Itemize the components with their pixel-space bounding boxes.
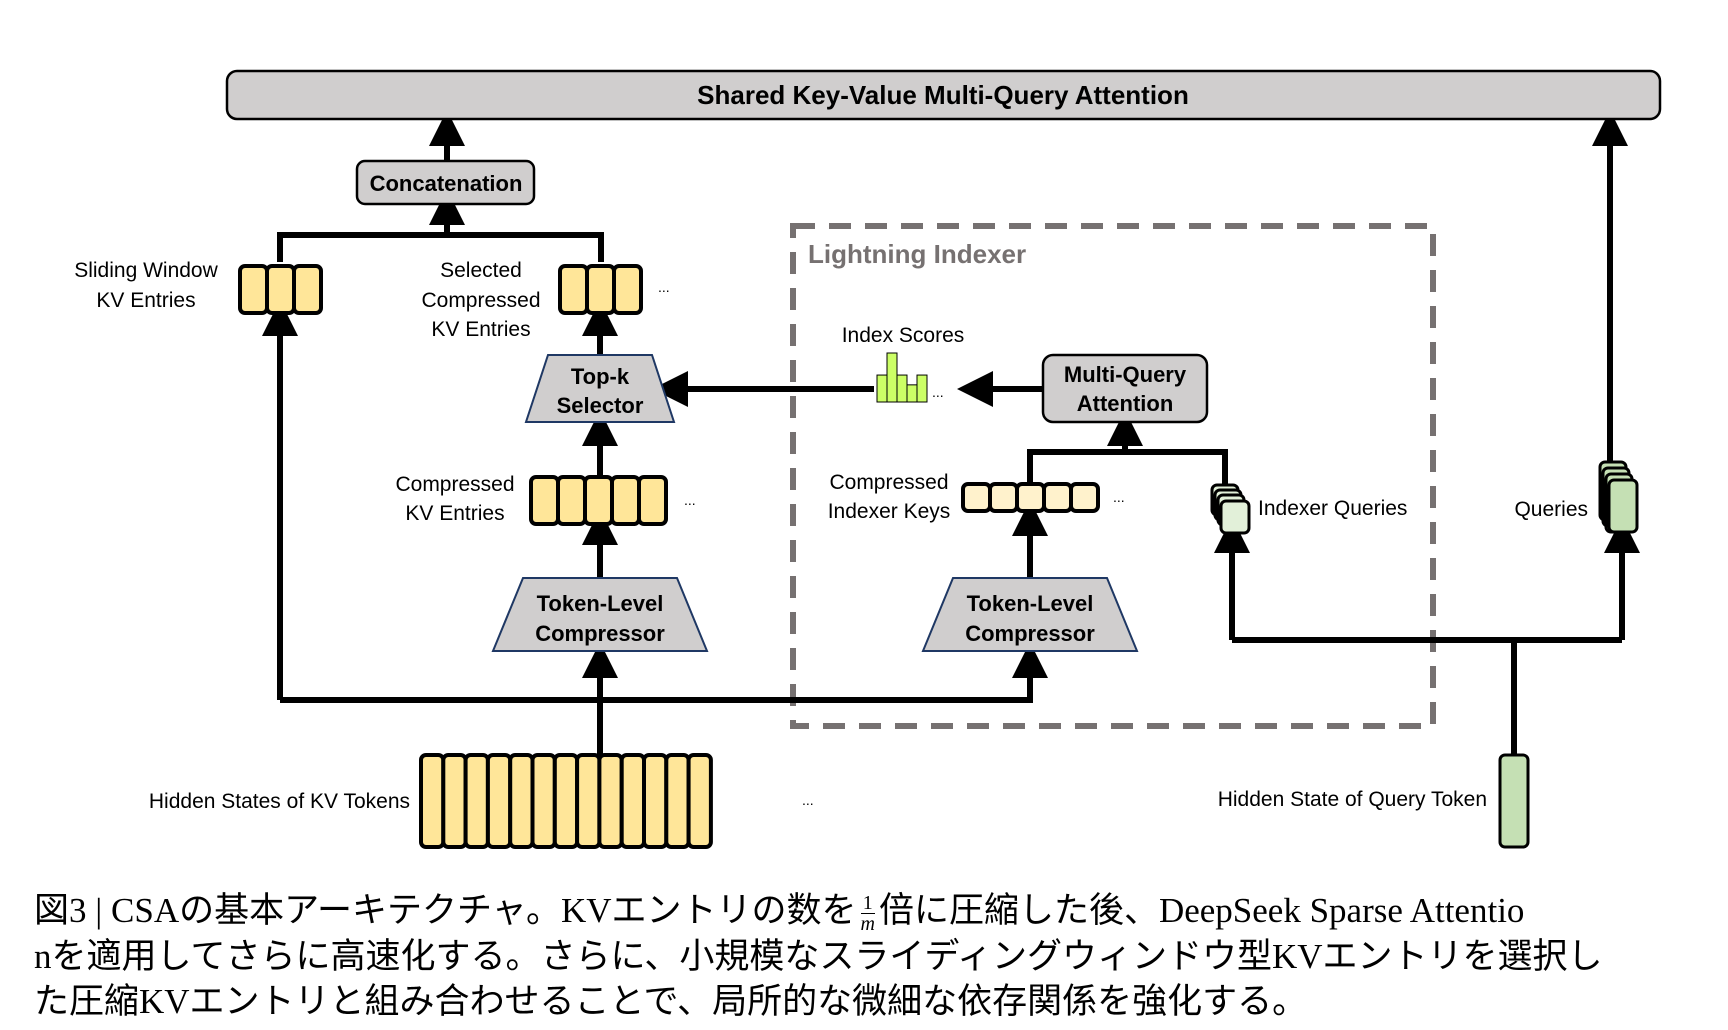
mqa-label-line2: Attention xyxy=(1077,391,1174,416)
hidden-state-query-token xyxy=(1498,753,1530,849)
caption-line2: nを適用してさらに高速化する。さらに、小規模なスライディングウィンドウ型KVエン… xyxy=(34,937,1603,977)
fraction-numerator: 1 xyxy=(860,893,875,915)
indexer-keys-label-line2: Indexer Keys xyxy=(828,500,951,523)
compressor-right-line2: Compressor xyxy=(965,621,1095,646)
hidden-kv-token xyxy=(463,753,490,849)
concatenation-block xyxy=(355,159,536,206)
hidden-kv-token xyxy=(552,753,580,849)
sliding-window-label-line1: Sliding Window xyxy=(74,259,218,282)
compressor-left-line1: Token-Level xyxy=(537,591,664,616)
mqa-label-line1: Multi-Query xyxy=(1064,362,1187,387)
indexer-keys-ellipsis: ... xyxy=(1113,489,1125,505)
hidden-kv-token xyxy=(664,753,691,849)
selected-entry xyxy=(558,264,589,315)
compressed-kv-label-line2: KV Entries xyxy=(405,502,504,525)
indexer-queries-stack xyxy=(1210,483,1251,535)
caption-line1-b: 倍に圧縮した後、DeepSeek Sparse Attentio xyxy=(878,891,1525,930)
hidden-kv-token xyxy=(575,753,602,849)
compressor-right-line1: Token-Level xyxy=(967,591,1094,616)
index-score-bar xyxy=(886,352,898,403)
hidden-kv-ellipsis: ... xyxy=(802,792,814,808)
queries-stack xyxy=(1598,460,1639,534)
index-score-bar xyxy=(876,374,888,403)
selected-entry xyxy=(585,264,616,315)
selected-ellipsis: ... xyxy=(658,279,670,295)
compressed-indexer-key xyxy=(961,482,992,513)
compressor-left-line2: Compressor xyxy=(535,621,665,646)
hidden-kv-token xyxy=(530,753,557,849)
topk-selector-block xyxy=(524,354,676,423)
hidden-kv-token xyxy=(686,753,713,849)
index-score-bar xyxy=(916,374,928,403)
compressed-indexer-keys xyxy=(961,482,1100,513)
multi-query-attention-block xyxy=(1041,353,1209,424)
hidden-kv-token xyxy=(441,753,468,849)
selected-entry xyxy=(612,264,643,315)
hidden-kv-token xyxy=(419,753,446,849)
index-scores-label: Index Scores xyxy=(842,324,965,347)
hidden-kv-token xyxy=(619,753,647,849)
caption-line3: た圧縮KVエントリと組み合わせることで、局所的な微細な依存関係を強化する。 xyxy=(34,982,1308,1022)
compressed-kv-entry xyxy=(556,475,587,526)
topk-label-line2: Selector xyxy=(557,393,644,418)
shared-kv-mqa-label: Shared Key-Value Multi-Query Attention xyxy=(697,80,1189,110)
index-scores-chart xyxy=(876,352,928,403)
hidden-kv-token xyxy=(485,753,513,849)
sliding-window-entry xyxy=(238,264,269,315)
connectors xyxy=(262,110,1640,755)
hidden-states-kv-tokens xyxy=(419,753,713,849)
compressed-kv-label-line1: Compressed xyxy=(395,473,514,496)
selected-label-line3: KV Entries xyxy=(431,318,530,341)
hidden-kv-token xyxy=(597,753,624,849)
indexer-queries-label: Indexer Queries xyxy=(1258,497,1407,520)
topk-label-line1: Top-k xyxy=(571,364,630,389)
compressed-indexer-key xyxy=(1069,482,1100,513)
compressed-kv-entry xyxy=(637,475,668,526)
compressed-indexer-key xyxy=(1042,482,1073,513)
lightning-indexer-label: Lightning Indexer xyxy=(808,239,1026,269)
fraction-denominator: m xyxy=(860,913,875,936)
hidden-kv-token xyxy=(642,753,669,849)
selected-compressed-kv-entries xyxy=(558,264,643,315)
index-scores-ellipsis: ... xyxy=(932,384,944,400)
index-score-bar xyxy=(906,384,918,403)
compressed-kv-entry xyxy=(583,475,614,526)
token-level-compressor-left xyxy=(491,577,709,652)
caption-line1-a: 図3 | CSAの基本アーキテクチャ。KVエントリの数を xyxy=(34,891,857,930)
compressed-kv-entries xyxy=(529,475,668,526)
queries-label: Queries xyxy=(1514,498,1588,521)
compressed-indexer-key xyxy=(1015,482,1046,513)
selected-label-line1: Selected xyxy=(440,259,522,282)
compressed-kv-entry xyxy=(529,475,560,526)
sliding-window-label-line2: KV Entries xyxy=(96,289,195,312)
sliding-window-entry xyxy=(292,264,323,315)
hidden-kv-label: Hidden States of KV Tokens xyxy=(149,790,410,813)
hidden-query-label: Hidden State of Query Token xyxy=(1218,788,1487,811)
selected-label-line2: Compressed xyxy=(421,289,540,312)
sliding-window-kv-entries xyxy=(238,264,323,315)
hidden-kv-token xyxy=(508,753,535,849)
compressed-kv-ellipsis: ... xyxy=(684,492,696,508)
lightning-indexer-group xyxy=(790,223,1436,729)
index-score-bar xyxy=(896,374,908,403)
sliding-window-entry xyxy=(265,264,296,315)
concatenation-label: Concatenation xyxy=(370,171,523,196)
compressed-kv-entry xyxy=(610,475,641,526)
indexer-keys-label-line1: Compressed xyxy=(829,471,948,494)
shared-kv-mqa-block xyxy=(225,69,1662,121)
compressed-indexer-key xyxy=(988,482,1019,513)
token-level-compressor-right xyxy=(921,577,1139,652)
